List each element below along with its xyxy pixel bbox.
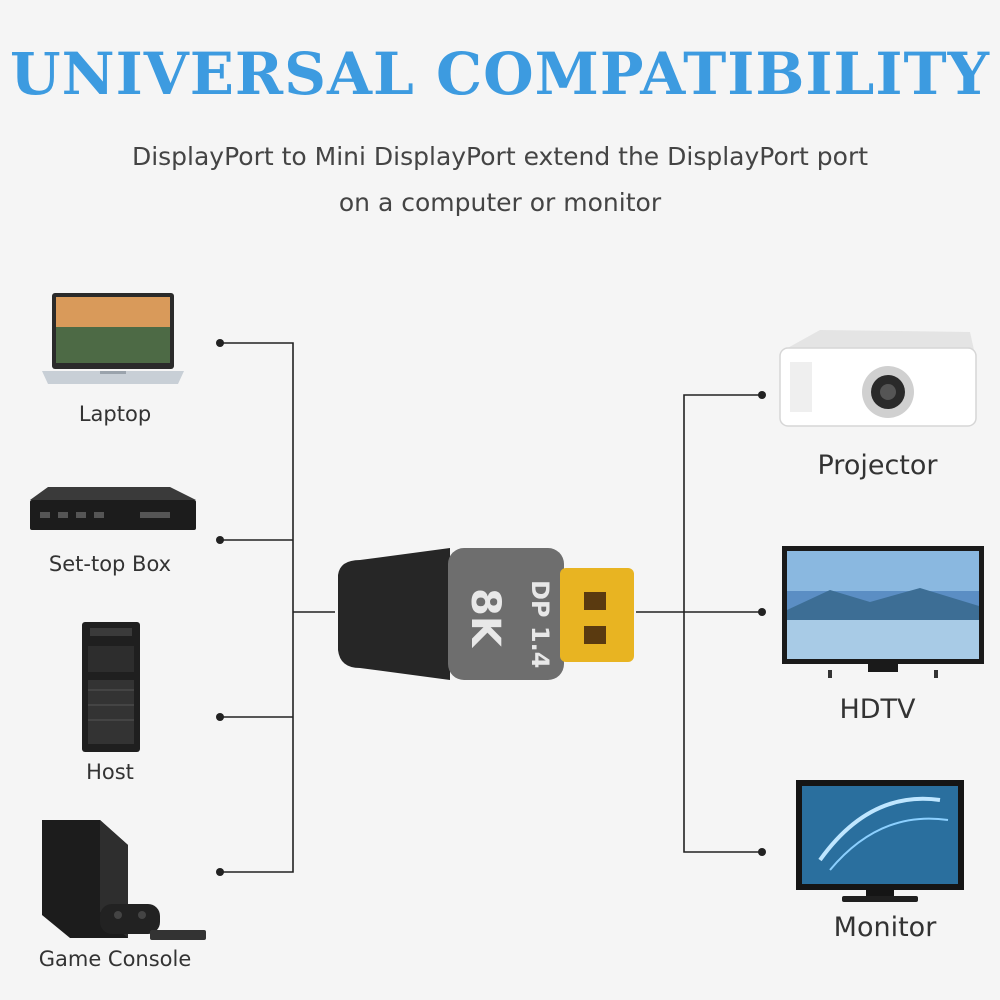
monitor-label: Monitor (833, 912, 937, 943)
laptop-label: Laptop (78, 402, 152, 426)
connector-lines (220, 342, 762, 873)
monitor-icon (796, 780, 964, 902)
adapter-label-8k: 8K (462, 588, 508, 649)
page-title: UNIVERSAL COMPATIBILITY (9, 40, 991, 108)
left-bracket-line (220, 342, 294, 873)
laptop-icon (42, 293, 184, 384)
hdtv-label: HDTV (839, 694, 916, 725)
subtitle-line-1: DisplayPort to Mini DisplayPort extend t… (131, 142, 869, 171)
game-console-icon (42, 820, 206, 940)
connector-dots (216, 339, 766, 876)
game-console-label: Game Console (38, 947, 192, 971)
set-top-box-label: Set-top Box (48, 552, 172, 576)
subtitle-line-2: on a computer or monitor (338, 188, 662, 217)
host-label: Host (86, 760, 134, 784)
right-bracket-line (683, 394, 762, 853)
hdtv-icon (782, 546, 984, 678)
host-tower-icon (82, 622, 140, 752)
dp-adapter-icon: DP 1.4 8K (338, 548, 634, 680)
set-top-box-icon (30, 487, 196, 530)
adapter-label-dp14: DP 1.4 (526, 580, 554, 668)
projector-label: Projector (817, 450, 938, 481)
projector-icon (779, 330, 977, 427)
